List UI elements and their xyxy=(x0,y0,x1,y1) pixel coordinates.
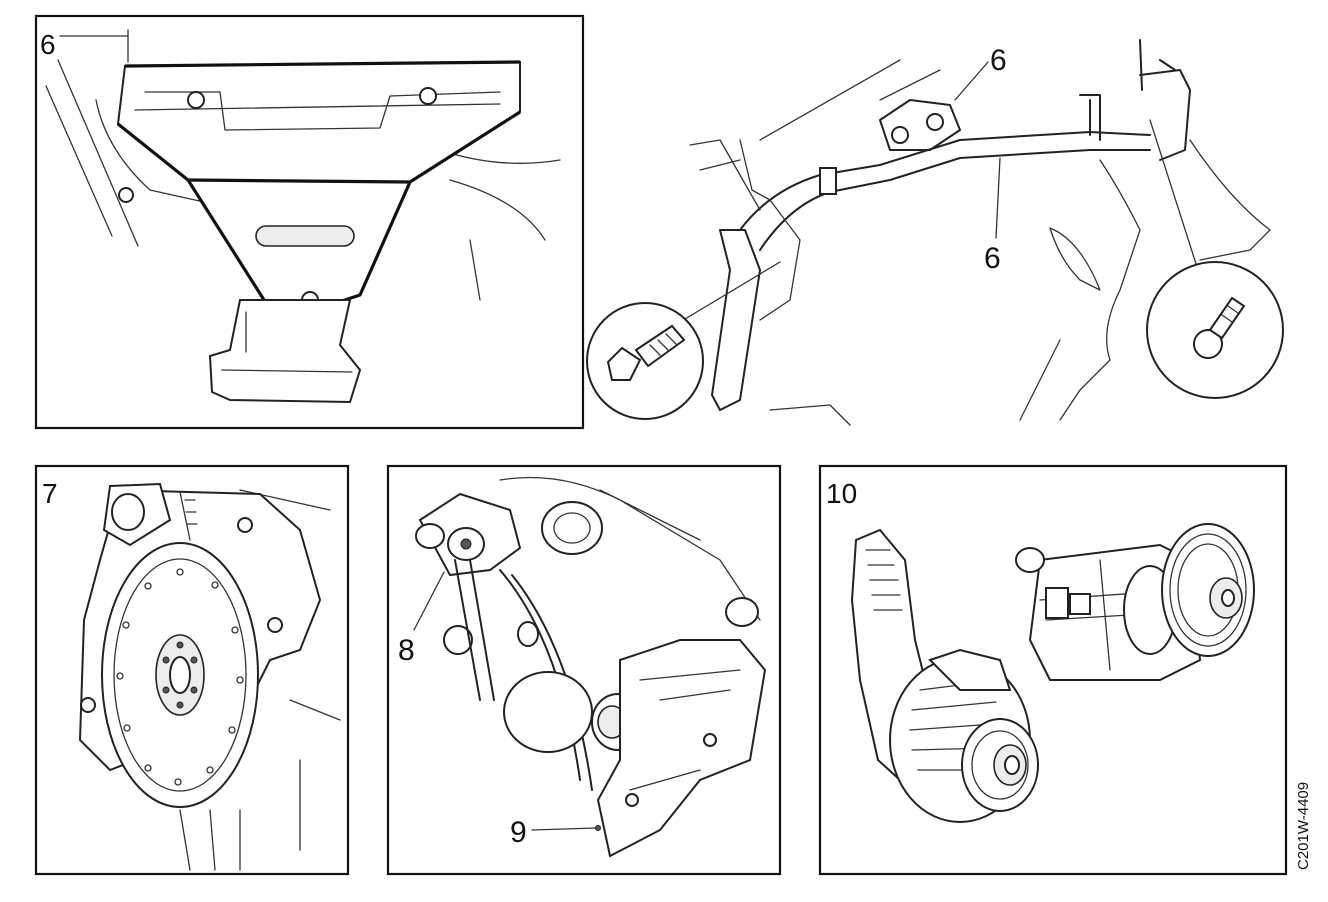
panel-belt-tensioner: 8 9 xyxy=(386,464,782,876)
pipe-clamp xyxy=(819,167,837,195)
bolt-shank xyxy=(634,324,686,368)
leader-line xyxy=(413,571,445,631)
panel-flywheel: 7 xyxy=(34,464,350,876)
mounting-bolt xyxy=(187,91,205,109)
panel-frame xyxy=(818,464,1288,876)
torx-bolt-head xyxy=(1193,329,1223,359)
leader-line xyxy=(954,61,989,101)
slot xyxy=(255,225,355,247)
panel-exhaust-pipe: 6 6 xyxy=(586,39,1284,426)
callout-label: 6 xyxy=(984,242,1001,275)
panel-label: 7 xyxy=(42,478,58,509)
callout-label: 6 xyxy=(990,44,1007,77)
drive-belt xyxy=(454,559,593,791)
leader-line xyxy=(531,827,597,831)
panel-label: 6 xyxy=(40,29,56,60)
panel-alternator-compressor: 10 xyxy=(818,464,1288,876)
bolt xyxy=(118,187,134,203)
leader-line xyxy=(1149,119,1199,271)
mounting-bolt xyxy=(419,87,437,105)
heat-shield xyxy=(116,60,521,324)
callout-label: 8 xyxy=(398,634,415,667)
panel-frame xyxy=(386,464,782,876)
pipe-bracket xyxy=(1139,69,1191,161)
exhaust-pipe xyxy=(739,131,1151,231)
hex-bolt-head xyxy=(606,346,642,381)
exhaust-flange xyxy=(208,299,362,404)
compressor-pulley xyxy=(1161,523,1255,657)
leader-line xyxy=(995,157,1001,239)
panel-label: 10 xyxy=(826,478,857,509)
flywheel-edge xyxy=(1049,227,1101,291)
accessory-bracket xyxy=(596,639,767,858)
leader-line xyxy=(679,261,781,323)
panel-heat-shield: 6 xyxy=(34,14,585,430)
panel-frame xyxy=(34,14,585,430)
flange-clamp xyxy=(879,99,961,151)
downpipe xyxy=(711,229,761,411)
callout-label: 9 xyxy=(510,816,527,849)
pulley-boss xyxy=(541,501,603,555)
crank-pulley xyxy=(503,671,593,753)
panel-frame xyxy=(34,464,350,876)
figure-reference-code: C201W-4409 xyxy=(1295,782,1312,870)
